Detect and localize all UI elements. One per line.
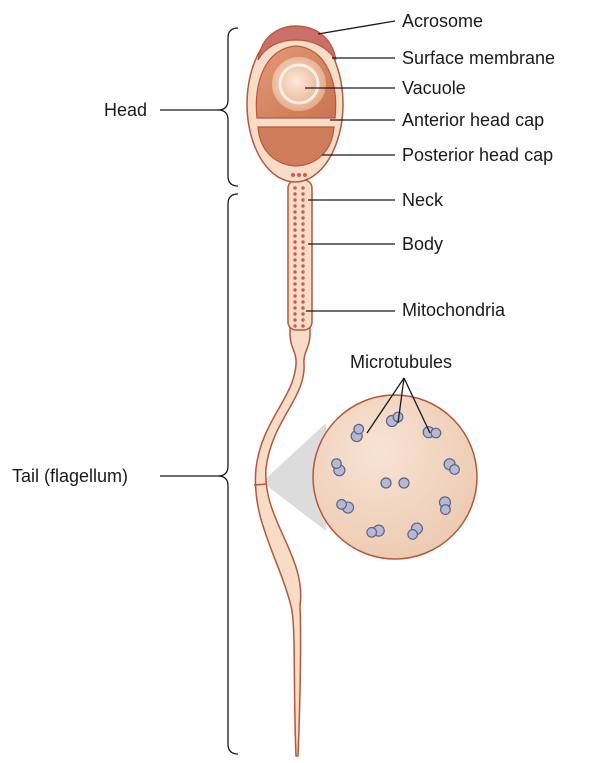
tail-label: Tail (flagellum) (12, 466, 129, 486)
mitochondrion-dot (293, 228, 297, 232)
mitochondrion-dot (301, 204, 305, 208)
mitochondrion-dot (301, 186, 305, 190)
mitochondrion-dot (293, 318, 297, 322)
mitochondrion-dot (301, 258, 305, 262)
mitochondrion-dot (293, 282, 297, 286)
mitochondrion-dot (301, 288, 305, 292)
posterior-head-cap-label: Posterior head cap (402, 145, 554, 165)
mitochondrion-dot (301, 234, 305, 238)
midpiece (287, 179, 313, 331)
microtubule-doublet (443, 458, 460, 475)
microtubule-doublet (385, 411, 404, 428)
mitochondrion-dot (293, 252, 297, 256)
microtubule-doublet (422, 426, 442, 439)
mitochondrion-dot (301, 282, 305, 286)
mitochondrion-dot (293, 324, 297, 328)
mitochondrion-dot (293, 294, 297, 298)
mitochondrion-dot (301, 318, 305, 322)
mitochondrion-dot (293, 222, 297, 226)
mitochondrion-dot (301, 192, 305, 196)
mitochondrion-dot (301, 300, 305, 304)
tail-bracket (217, 193, 239, 755)
posterior-head-cap (257, 126, 335, 167)
surface-membrane-label: Surface membrane (402, 48, 556, 68)
anterior-head-cap-label: Anterior head cap (402, 110, 545, 130)
central-microtubule (398, 477, 410, 489)
microtubule-doublet (438, 496, 452, 515)
vacuole-ring (278, 63, 320, 105)
acrosome (257, 25, 337, 61)
mitochondrion-dot (301, 312, 305, 316)
acrosome-leader (317, 20, 396, 35)
microtubule-doublet (331, 458, 346, 477)
head-label: Head (104, 100, 148, 120)
mitochondrion-dot (293, 276, 297, 280)
mitochondrion-dot (301, 276, 305, 280)
body-label: Body (402, 234, 444, 254)
mitochondrion-dot (301, 210, 305, 214)
head-bracket (217, 27, 239, 187)
mitochondrion-dot (293, 210, 297, 214)
mitochondrion-dot (293, 234, 297, 238)
zoom-cone (262, 423, 326, 531)
neck-dots (291, 173, 307, 177)
microtubules-leader-1 (366, 377, 405, 434)
mitochondrion-dot (301, 264, 305, 268)
mitochondria-label: Mitochondria (402, 300, 506, 320)
microtubule-doublet (336, 499, 355, 514)
neck-label: Neck (402, 190, 444, 210)
microtubule-doublet (350, 423, 365, 443)
microtubule-doublet (366, 524, 385, 538)
mitochondrion-dot (293, 198, 297, 202)
mitochondrion-dot (293, 312, 297, 316)
mitochondrion-dot (293, 246, 297, 250)
mitochondrion-dot (293, 240, 297, 244)
mitochondrion-dot (293, 300, 297, 304)
microtubules-leader-2 (397, 377, 405, 424)
mitochondrion-dot (293, 258, 297, 262)
mitochondrion-dot (301, 324, 305, 328)
mitochondria-dots (293, 186, 305, 328)
microtubule-doublet (407, 522, 424, 540)
mitochondrion-dot (301, 228, 305, 232)
mitochondrion-dot (301, 294, 305, 298)
microtubules-label: Microtubules (350, 352, 453, 372)
mitochondrion-dot (293, 216, 297, 220)
mitochondrion-dot (301, 246, 305, 250)
microtubules-leader-3 (403, 377, 431, 434)
mitochondrion-dot (301, 252, 305, 256)
microtubules-group (331, 411, 460, 540)
mitochondrion-dot (293, 306, 297, 310)
mitochondrion-dot (301, 306, 305, 310)
mitochondrion-dot (301, 270, 305, 274)
acrosome-label: Acrosome (402, 11, 484, 31)
mitochondrion-dot (301, 216, 305, 220)
mitochondrion-dot (301, 198, 305, 202)
mitochondrion-dot (293, 186, 297, 190)
tail-segment-mark (253, 483, 268, 486)
mitochondrion-dot (293, 288, 297, 292)
mitochondrion-dot (293, 270, 297, 274)
mitochondrion-dot (293, 264, 297, 268)
mitochondrion-dot (301, 222, 305, 226)
vacuole-label: Vacuole (402, 78, 466, 98)
mitochondrion-dot (293, 204, 297, 208)
tail-flagellum (254, 319, 311, 757)
mitochondrion-dot (293, 192, 297, 196)
central-microtubule (380, 477, 392, 489)
mitochondrion-dot (301, 240, 305, 244)
